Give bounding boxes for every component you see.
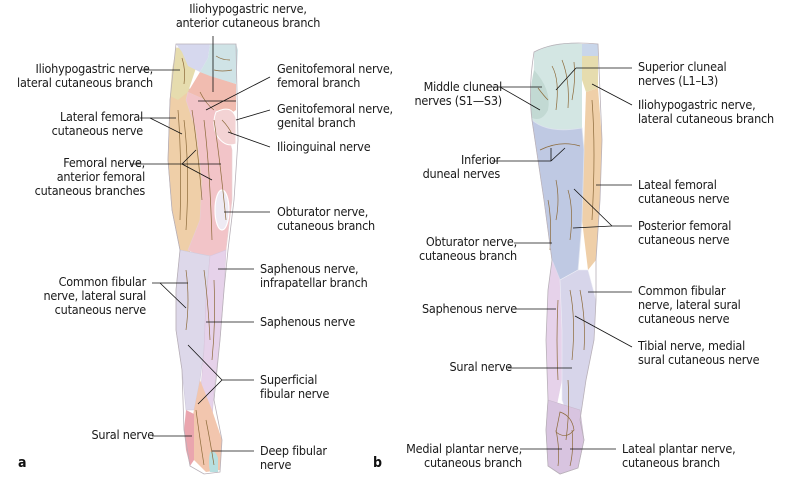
region-genital-top-a xyxy=(176,44,210,72)
region-superficial-fibular-a xyxy=(190,380,222,472)
label-iliohypogastric-lateral-a: Iliohypogastric nerve, lateral cutaneous… xyxy=(17,61,153,90)
label-obturator-a: Obturator nerve, cutaneous branch xyxy=(277,204,375,233)
region-foot-b xyxy=(545,399,585,475)
label-sural-b: Sural nerve xyxy=(449,359,512,374)
leg-anterior xyxy=(167,43,239,475)
leg-posterior xyxy=(530,42,603,475)
label-saphenous-a: Saphenous nerve xyxy=(260,314,356,329)
label-common-fibular-a: Common fibular nerve, lateral sural cuta… xyxy=(43,274,146,317)
region-saphenous-b xyxy=(546,260,562,410)
leg-outline-b xyxy=(530,42,603,475)
panel-label-a: a xyxy=(18,455,27,471)
label-femoral-anterior-a: Femoral nerve, anterior femoral cutaneou… xyxy=(34,155,146,198)
nerve-lines-b xyxy=(537,59,595,467)
label-obturator-b: Obturator nerve, cutaneous branch xyxy=(419,234,517,263)
region-top-b xyxy=(582,44,598,56)
label-medial-plantar-b: Medial plantar nerve, cutaneous branch xyxy=(406,441,522,470)
label-iliohypogastric-lateral-b: Iliohypogastric nerve, lateral cutaneous… xyxy=(638,97,774,126)
leader-lines xyxy=(130,36,633,452)
region-iliohypogastric-anterior-a xyxy=(200,44,238,84)
label-saphenous-b: Saphenous nerve xyxy=(421,301,517,316)
label-genitofemoral-femoral-a: Genitofemoral nerve, femoral branch xyxy=(277,61,393,90)
nerve-lines-a xyxy=(177,55,233,466)
label-sural-a: Sural nerve xyxy=(91,427,154,442)
label-saphenous-infrapatellar-a: Saphenous nerve, infrapatellar branch xyxy=(260,261,368,290)
panel-label-b: b xyxy=(373,455,383,471)
label-genitofemoral-genital-a: Genitofemoral nerve, genital branch xyxy=(277,101,393,130)
label-iliohypogastric-anterior-a: Iliohypogastric nerve, anterior cutaneou… xyxy=(175,1,321,30)
label-inferior-cluneal-b: Inferior duneal nerves xyxy=(422,152,501,181)
label-superficial-fibular-a: Superficial fibular nerve xyxy=(260,372,330,401)
label-lateral-plantar-b: Lateal plantar nerve, cutaneous branch xyxy=(622,441,736,470)
region-lateral-femoral-b xyxy=(582,88,602,270)
region-obturator-a xyxy=(214,189,230,231)
region-genitofemoral-a xyxy=(188,72,236,118)
label-tibial-b: Tibial nerve, medial sural cutaneous ner… xyxy=(638,338,760,367)
label-lateral-femoral-a: Lateral femoral cutaneous nerve xyxy=(51,109,144,138)
label-superior-cluneal-b: Superior cluneal nerves (L1–L3) xyxy=(638,59,727,88)
label-posterior-femoral-b: Posterior femoral cutaneous nerve xyxy=(638,218,732,247)
label-deep-fibular-a: Deep fibular nerve xyxy=(260,443,327,472)
region-ilioinguinal-a xyxy=(213,108,237,146)
label-middle-cluneal-b: Middle cluneal nerves (S1—S3) xyxy=(414,79,503,108)
leg-outline-a xyxy=(167,43,239,475)
label-common-fibular-b: Common fibular nerve, lateral sural cuta… xyxy=(638,283,741,326)
region-sural-a xyxy=(184,410,194,466)
region-saphenous-a xyxy=(199,249,227,421)
region-iliohypogastric-lateral-b xyxy=(582,56,598,92)
label-lateral-femoral-b: Lateal femoral cutaneous nerve xyxy=(638,177,730,206)
label-ilioinguinal-a: Ilioinguinal nerve xyxy=(277,139,371,154)
